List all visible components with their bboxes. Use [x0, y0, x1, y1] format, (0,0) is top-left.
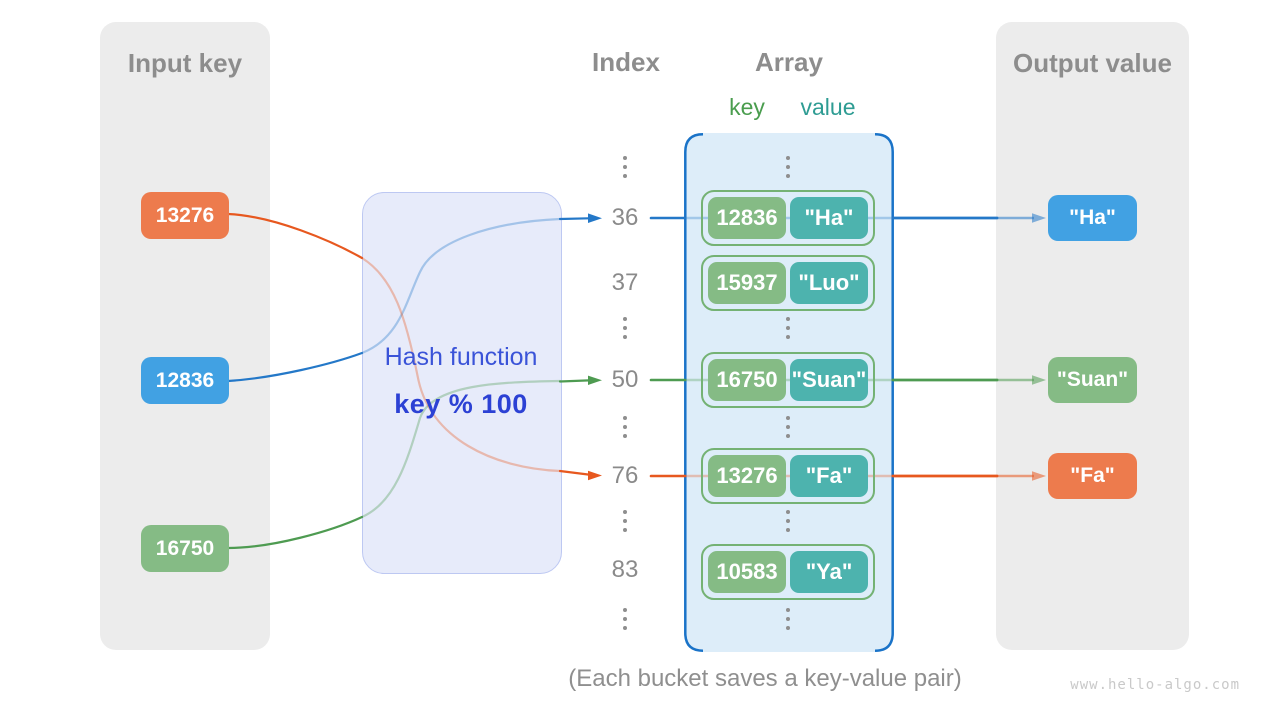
index-76: 76 — [611, 462, 639, 489]
bucket-pair: 10583 "Ya" — [701, 544, 875, 600]
hash-function-label: Hash function — [384, 343, 538, 371]
input-key-16750: 16750 — [141, 525, 229, 572]
index-36: 36 — [611, 204, 639, 231]
index-column-header: Index — [592, 46, 660, 77]
ellipsis-icon — [786, 510, 790, 532]
key-header-label: key — [729, 93, 765, 120]
pair-value: "Suan" — [790, 359, 868, 401]
ellipsis-icon — [623, 510, 627, 532]
orange-arrowhead-output — [1032, 471, 1046, 481]
ellipsis-icon — [786, 416, 790, 438]
ellipsis-icon — [786, 608, 790, 630]
pair-key: 16750 — [708, 359, 786, 401]
pair-value: "Luo" — [790, 262, 868, 304]
watermark: www.hello-algo.com — [1070, 677, 1240, 693]
output-value-suan: "Suan" — [1048, 357, 1137, 403]
pair-key: 10583 — [708, 551, 786, 593]
pair-key: 15937 — [708, 262, 786, 304]
blue-arrowhead-index — [588, 213, 602, 223]
input-panel-title: Input key — [127, 48, 243, 78]
green-curve-inside-hashbox — [360, 379, 562, 519]
output-value-panel: Output value — [996, 22, 1189, 650]
ellipsis-icon — [786, 317, 790, 339]
ellipsis-icon — [623, 317, 627, 339]
output-value-fa: "Fa" — [1048, 453, 1137, 499]
input-key-12836: 12836 — [141, 357, 229, 404]
green-curve-outside — [226, 515, 364, 550]
hash-function-box — [362, 192, 562, 574]
output-panel-title: Output value — [1013, 48, 1172, 78]
pair-key: 13276 — [708, 455, 786, 497]
blue-curve-outside — [226, 351, 364, 383]
index-83: 83 — [611, 556, 639, 583]
blue-curve-inside-hashbox — [360, 217, 562, 355]
hash-function-formula: key % 100 — [394, 389, 528, 419]
value-header-label: value — [800, 93, 856, 120]
bucket-pair: 13276 "Fa" — [701, 448, 875, 504]
green-arrowhead-index — [588, 375, 602, 385]
ellipsis-icon — [623, 608, 627, 630]
bucket-pair: 15937 "Luo" — [701, 255, 875, 311]
blue-curve-exit — [558, 217, 591, 221]
green-curve-exit — [558, 379, 591, 383]
orange-curve-outside — [226, 212, 364, 260]
pair-value: "Fa" — [790, 455, 868, 497]
ellipsis-icon — [623, 156, 627, 178]
ellipsis-icon — [623, 416, 627, 438]
array-bracket-right — [874, 133, 894, 652]
output-value-ha: "Ha" — [1048, 195, 1137, 241]
pair-value: "Ya" — [790, 551, 868, 593]
ellipsis-icon — [786, 156, 790, 178]
index-50: 50 — [611, 366, 639, 393]
green-arrowhead-output — [1032, 375, 1046, 385]
blue-arrowhead-output — [1032, 213, 1046, 223]
bucket-pair: 16750 "Suan" — [701, 352, 875, 408]
bucket-pair: 12836 "Ha" — [701, 190, 875, 246]
orange-arrowhead-index — [588, 470, 602, 481]
diagram-caption: (Each bucket saves a key-value pair) — [568, 665, 962, 692]
array-column-header: Array — [755, 46, 823, 77]
pair-value: "Ha" — [790, 197, 868, 239]
pair-key: 12836 — [708, 197, 786, 239]
orange-curve-exit — [558, 469, 591, 476]
input-key-13276: 13276 — [141, 192, 229, 239]
array-bracket-left — [684, 133, 704, 652]
orange-curve-inside-hashbox — [360, 256, 562, 473]
index-37: 37 — [611, 269, 639, 296]
